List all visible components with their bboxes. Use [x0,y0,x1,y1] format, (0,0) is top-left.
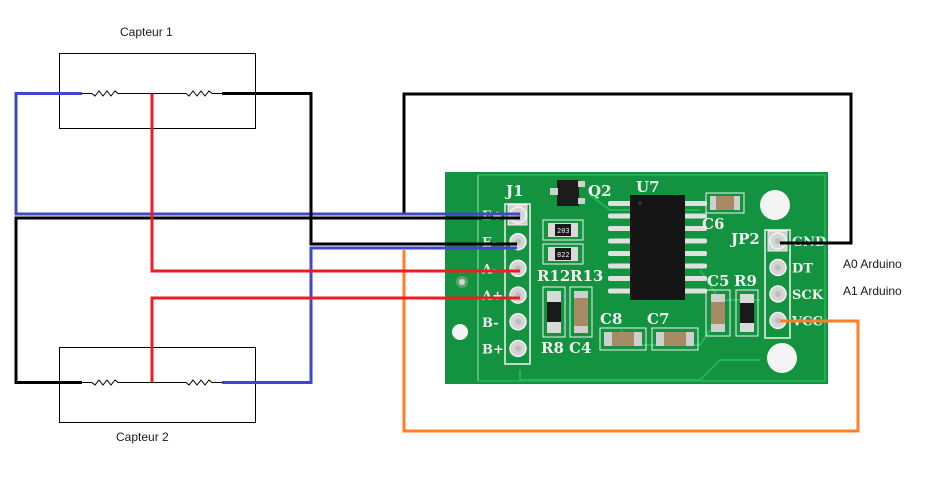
u7-pin1-dot [638,201,642,205]
c7-capacitor [664,332,686,346]
pin-hole [775,238,781,244]
u7-pin [608,213,632,219]
resistor-icon [185,90,222,97]
c4-capacitor [574,298,588,326]
sensor-capteur-2: Capteur 2 [59,347,256,444]
wire-sensor2-blue [222,246,517,384]
resistor-icon [185,379,222,386]
u7-pins [608,201,707,294]
u7-pin [608,251,632,256]
r12-outline [542,219,584,241]
j1-pin-label: B+ [482,343,504,358]
u7-pin [608,201,632,206]
u7-pin [608,276,632,281]
u7-pin [608,263,632,269]
r8-body [547,302,561,322]
jp2-outline [764,229,791,339]
u7-pin [683,201,707,206]
pin-hole [515,318,521,325]
r12-label: R12 [537,267,570,285]
wires [14,92,860,433]
sensor-1-label: Capteur 1 [120,25,173,39]
q2-label: Q2 [588,182,612,200]
c5-capacitor [711,302,725,324]
u7-pin [683,288,707,294]
q2-lead [578,181,585,187]
jp2-pin-label: SCK [792,288,824,303]
r12-body [555,224,571,236]
c4-label: C4 [569,339,591,357]
mounting-hole [452,324,468,340]
c7-label: C7 [647,310,669,328]
hx711-board: J1 E+E-A-A+B-B+ Q2 203 822 R12 R13 R8 C4 [445,172,828,384]
c6-capacitor [716,196,734,210]
pin-hole [515,345,521,352]
jp2-pin-label: DT [792,262,813,277]
wire-sensor1-red [150,93,520,273]
wire-vcc-orange [402,250,860,433]
u7-pin [683,251,707,256]
c8-outline [599,327,647,351]
r9-label: R9 [734,272,757,290]
r13-outline [542,243,584,265]
c5-outline [705,289,731,337]
j1-pin-label: B- [482,316,499,331]
c5-label: C5 [707,272,729,290]
j1-outline [504,203,531,365]
u7-pin [608,238,632,244]
c8-capacitor [612,332,634,346]
r12-code: 203 [557,227,570,235]
u7-pin [683,276,707,281]
u7-pin [683,238,707,244]
jp2-pins [769,232,787,330]
r13-label: R13 [570,267,603,285]
c6-label: C6 [702,215,724,233]
r8-label: R8 [541,339,564,357]
u7-label: U7 [636,178,660,196]
sensor-2-label: Capteur 2 [116,430,169,444]
r13-body [555,248,571,260]
r9-body [740,303,754,323]
via [459,279,465,285]
u7-pin [683,213,707,219]
u7-pin [608,288,632,294]
sensor-1-box [59,53,256,129]
mounting-hole [760,190,790,220]
wire-sensor2-red [150,296,520,383]
q2-lead [578,198,585,204]
wire-sensor1-black [222,92,517,246]
q2-lead [550,188,558,195]
arduino-sck-label: A1 Arduino [843,284,902,298]
r8-outline [542,286,566,338]
u7-pin [608,226,632,231]
c4-outline [569,286,593,338]
jp2-label: JP2 [729,230,760,248]
u7-chip [630,195,685,300]
c6-outline [705,192,745,214]
r13-code: 822 [557,251,570,259]
c8-label: C8 [600,310,622,328]
resistor-icon [91,379,122,386]
pin-hole [775,317,781,324]
q2-transistor [557,180,579,206]
sensor-capteur-1: Capteur 1 [59,25,256,129]
c7-outline [651,327,699,351]
u7-pin [683,263,707,269]
mounting-hole [767,343,797,373]
sensor-2-box [59,347,256,423]
wire-sensor2-black [14,216,520,384]
resistor-icon [91,90,122,97]
pcb-trace [519,359,760,381]
r9-outline [735,289,759,337]
u7-pin [683,226,707,231]
pin-hole [775,264,781,271]
wire-gnd-black [402,92,853,245]
pin-hole [775,291,781,297]
j1-label: J1 [504,182,524,200]
arduino-dt-label: A0 Arduino [843,257,902,271]
wire-sensor1-blue [14,92,520,216]
